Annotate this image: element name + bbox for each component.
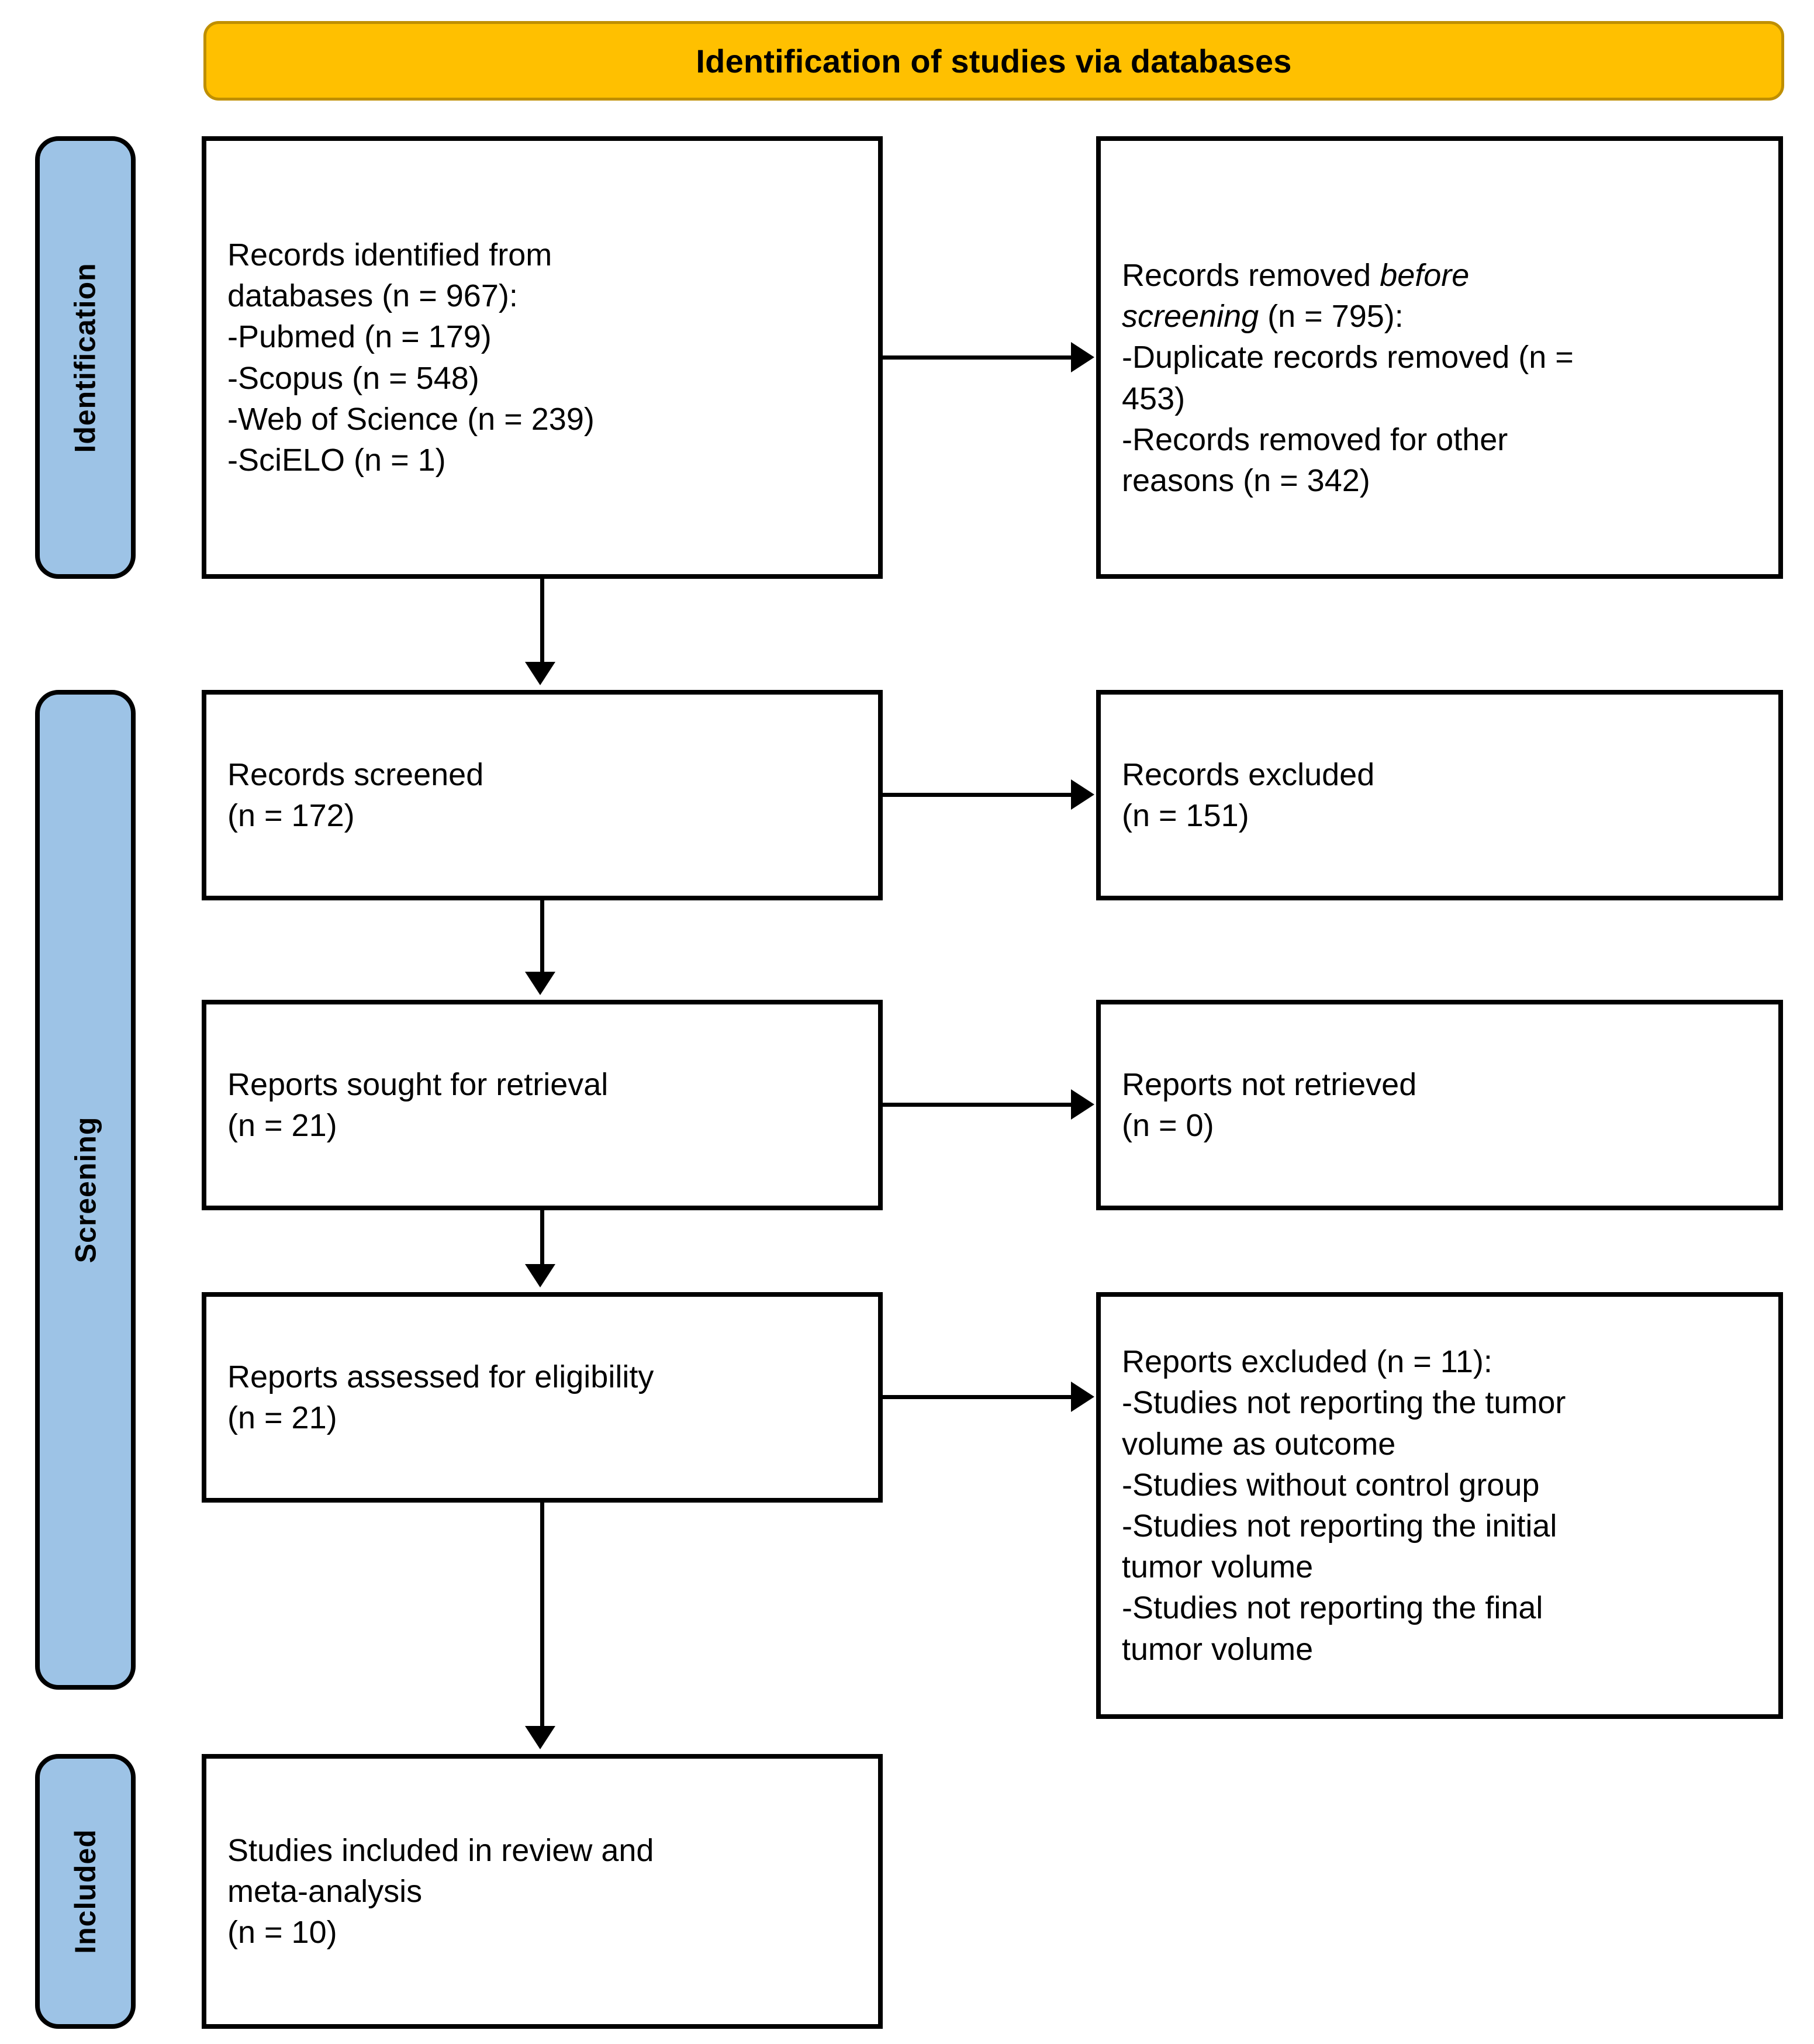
box-reports-assessed: Reports assessed for eligibility (n = 21… [202,1292,883,1503]
box-reports-not-retrieved-text: Reports not retrieved (n = 0) [1122,1066,1417,1143]
stage-pill-screening: Screening [35,690,136,1690]
stage-pill-included: Included [35,1754,136,2029]
arrow-shaft [883,793,1074,797]
header-title: Identification of studies via databases [696,42,1292,80]
box-reports-not-retrieved: Reports not retrieved (n = 0) [1096,1000,1783,1210]
arrow-head-down-icon [525,972,555,995]
removed-italic-screening: screening [1122,299,1259,334]
stage-label-identification: Identification [69,262,102,453]
box-studies-included: Studies included in review and meta-anal… [202,1754,883,2029]
box-records-removed-before-screening: Records removed before screening (n = 795… [1096,136,1783,579]
box-reports-assessed-text: Reports assessed for eligibility (n = 21… [227,1359,654,1435]
arrow-shaft [540,900,544,976]
box-records-identified: Records identified from databases (n = 9… [202,136,883,579]
arrow-shaft [883,355,1074,360]
box-reports-excluded-text: Reports excluded (n = 11): -Studies not … [1122,1344,1566,1667]
stage-pill-identification: Identification [35,136,136,579]
arrow-head-down-icon [525,662,555,685]
box-records-excluded: Records excluded (n = 151) [1096,690,1783,900]
arrow-head-right-icon [1071,342,1094,372]
box-reports-sought-text: Reports sought for retrieval (n = 21) [227,1066,609,1143]
removed-suffix: (n = 795): [1259,299,1404,334]
arrow-shaft [540,1210,544,1269]
header-banner: Identification of studies via databases [203,21,1784,101]
box-records-removed-text: Records removed before screening (n = 795… [1122,214,1757,501]
arrow-shaft [883,1103,1074,1107]
box-reports-sought: Reports sought for retrieval (n = 21) [202,1000,883,1210]
box-records-excluded-text: Records excluded (n = 151) [1122,757,1375,833]
removed-prefix: Records removed [1122,258,1380,294]
removed-line-2: 453) [1122,381,1186,416]
removed-line-4: reasons (n = 342) [1122,462,1370,498]
removed-italic-before: before [1380,258,1470,294]
box-studies-included-text: Studies included in review and meta-anal… [227,1832,654,1950]
stage-label-included: Included [69,1829,102,1954]
arrow-head-right-icon [1071,779,1094,810]
box-reports-excluded: Reports excluded (n = 11): -Studies not … [1096,1292,1783,1719]
removed-line-1: -Duplicate records removed (n = [1122,340,1574,375]
removed-line-3: -Records removed for other [1122,422,1508,457]
box-records-screened-text: Records screened (n = 172) [227,757,484,833]
arrow-shaft [883,1395,1074,1399]
box-records-screened: Records screened (n = 172) [202,690,883,900]
arrow-head-down-icon [525,1264,555,1287]
arrow-head-right-icon [1071,1089,1094,1120]
stage-label-screening: Screening [69,1116,102,1263]
arrow-head-down-icon [525,1726,555,1749]
arrow-head-right-icon [1071,1382,1094,1412]
box-records-identified-text: Records identified from databases (n = 9… [227,237,595,478]
arrow-shaft [540,1503,544,1731]
arrow-shaft [540,579,544,667]
